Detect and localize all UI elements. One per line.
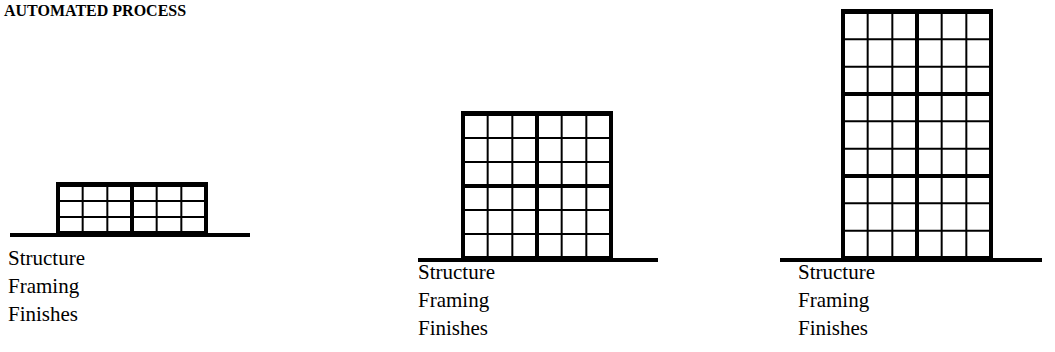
storey [58, 185, 206, 233]
phase-label: Structure [8, 248, 85, 269]
roof-line [56, 182, 208, 186]
phase-label: Finishes [798, 318, 868, 339]
phase-label: Framing [8, 276, 79, 297]
storey [463, 114, 611, 186]
storey [843, 12, 991, 94]
storey [843, 94, 991, 176]
phase-label: Structure [418, 262, 495, 283]
title: AUTOMATED PROCESS [4, 3, 186, 19]
phase-label: Finishes [418, 318, 488, 339]
phase-label: Framing [418, 290, 489, 311]
storey [463, 186, 611, 258]
roof-line [841, 9, 993, 13]
storey [843, 176, 991, 258]
roof-line [461, 111, 613, 115]
building [10, 184, 250, 235]
phase-label: Framing [798, 290, 869, 311]
building [780, 11, 1042, 260]
phase-label: Structure [798, 262, 875, 283]
building [418, 113, 658, 260]
phase-label: Finishes [8, 304, 78, 325]
